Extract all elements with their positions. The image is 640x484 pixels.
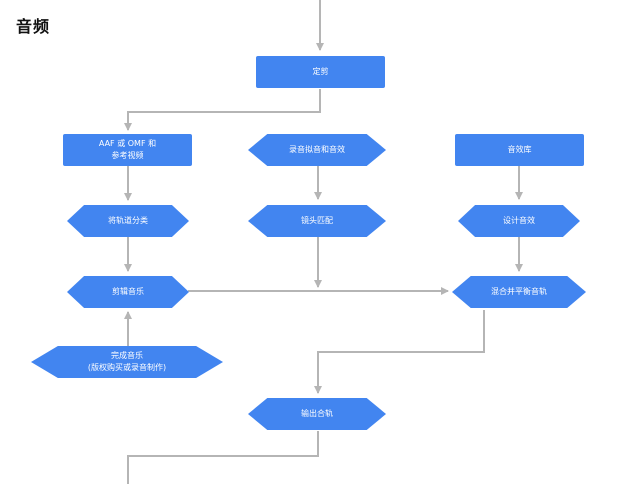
- node-hunhe-label: 混合并平衡音轨: [491, 287, 547, 296]
- node-sheji: 设计音效: [458, 205, 580, 237]
- page-title: 音频: [16, 17, 51, 36]
- node-shuchu: 输出合轨: [248, 398, 386, 430]
- node-jingtou-label: 镜头匹配: [301, 216, 333, 225]
- node-xiaoguoku: 音效库: [455, 134, 584, 166]
- node-guidao-label: 将轨道分类: [108, 216, 148, 225]
- edge-shuchu-to-bottom: [127, 431, 319, 484]
- node-aaf-omf-label: AAF 或 OMF 和 参考视频: [98, 139, 157, 160]
- node-aaf-omf: AAF 或 OMF 和 参考视频: [63, 134, 192, 166]
- node-jianji: 剪辑音乐: [67, 276, 189, 308]
- node-wancheng-label: 完成音乐 (版权购买或录音制作): [87, 351, 167, 372]
- node-hunhe: 混合并平衡音轨: [452, 276, 586, 308]
- node-jingtou: 镜头匹配: [248, 205, 386, 237]
- node-dingjian: 定剪: [256, 56, 385, 88]
- edge-dingjian-to-aaf: [124, 89, 321, 131]
- node-dingjian-label: 定剪: [312, 67, 329, 76]
- node-guidao: 将轨道分类: [67, 205, 189, 237]
- node-sheji-label: 设计音效: [503, 216, 535, 225]
- node-luyin: 录音拟音和音效: [248, 134, 386, 166]
- edge-hunhe-to-shuchu: [314, 310, 485, 394]
- node-xiaoguoku-label: 音效库: [507, 145, 532, 154]
- node-jianji-label: 剪辑音乐: [112, 287, 144, 296]
- node-wancheng: 完成音乐 (版权购买或录音制作): [31, 346, 223, 378]
- node-shuchu-label: 输出合轨: [301, 409, 333, 418]
- node-luyin-label: 录音拟音和音效: [289, 145, 345, 154]
